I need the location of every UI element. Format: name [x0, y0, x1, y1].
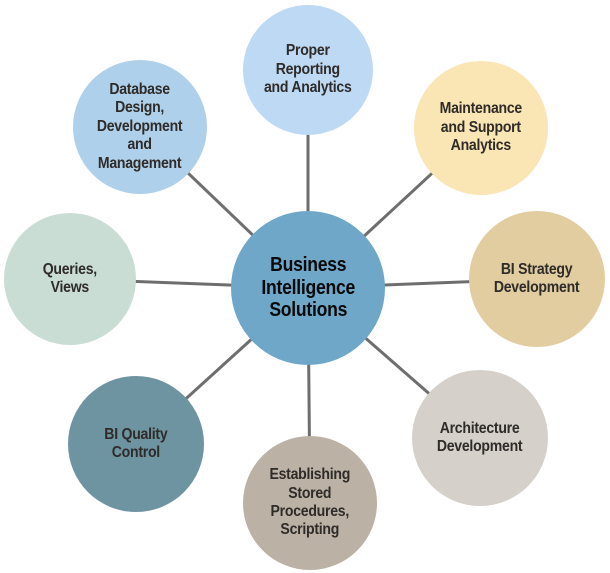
node-establishing-stored-procedures-scripting: Establishing Stored Procedures, Scriptin… — [243, 436, 377, 570]
node-label-bi-strategy-development: BI Strategy Development — [494, 260, 580, 296]
node-label-establishing-stored-procedures-scripting: Establishing Stored Procedures, Scriptin… — [269, 466, 351, 539]
node-proper-reporting-and-analytics: Proper Reporting and Analytics — [243, 5, 373, 135]
node-maintenance-and-support-analytics: Maintenance and Support Analytics — [414, 61, 548, 195]
node-bi-strategy-development: BI Strategy Development — [469, 211, 605, 347]
node-business-intelligence-solutions: Business Intelligence Solutions — [231, 211, 385, 365]
node-architecture-development: Architecture Development — [412, 370, 548, 506]
node-label-queries-views: Queries, Views — [42, 260, 98, 296]
node-database-design-development-and-management: Database Design, Development and Managem… — [73, 60, 207, 194]
node-label-database-design-development-and-management: Database Design, Development and Managem… — [97, 81, 183, 172]
node-label-architecture-development: Architecture Development — [437, 419, 523, 455]
node-label-maintenance-and-support-analytics: Maintenance and Support Analytics — [439, 100, 523, 155]
node-queries-views: Queries, Views — [4, 213, 136, 345]
node-label-proper-reporting-and-analytics: Proper Reporting and Analytics — [264, 42, 352, 97]
node-bi-quality-control: BI Quality Control — [68, 376, 204, 512]
node-label-business-intelligence-solutions: Business Intelligence Solutions — [261, 254, 355, 322]
node-label-bi-quality-control: BI Quality Control — [104, 425, 168, 461]
